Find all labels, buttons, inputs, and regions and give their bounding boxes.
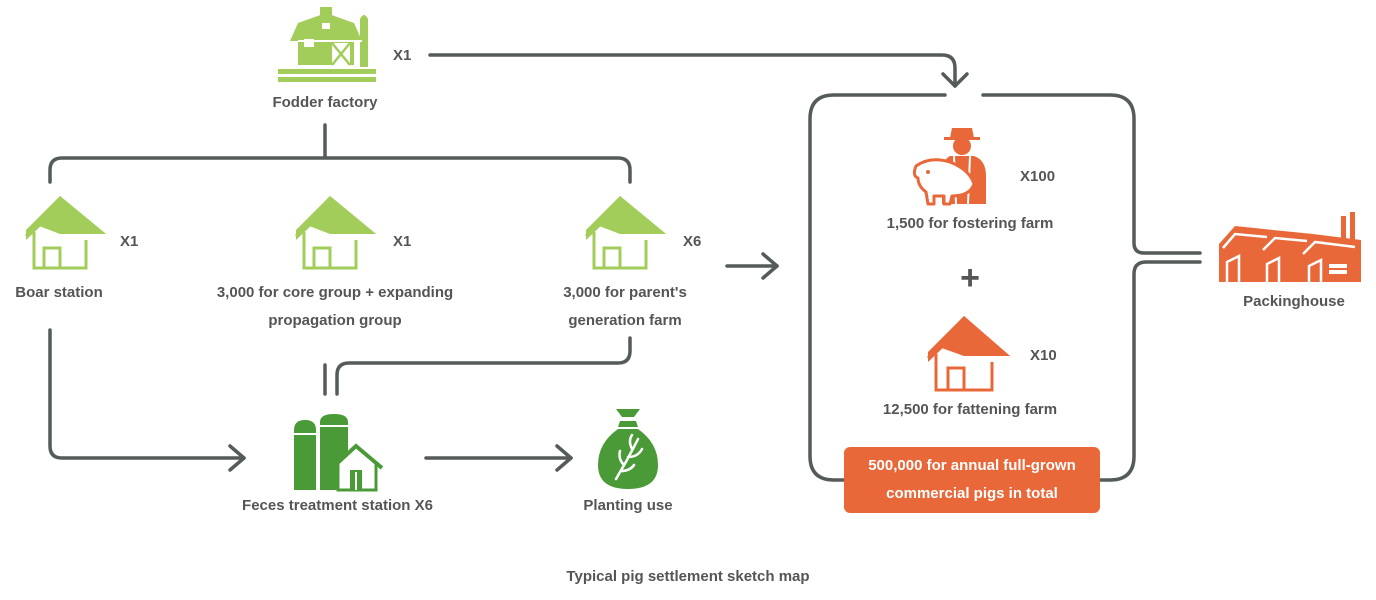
house-icon xyxy=(294,196,376,270)
fattening-farm-count: X10 xyxy=(1030,347,1057,364)
box-outline-lower xyxy=(1098,260,1202,482)
house-icon xyxy=(24,196,106,270)
fodder-factory-label: Fodder factory xyxy=(272,94,378,111)
house-icon xyxy=(584,196,666,270)
line-splitter xyxy=(48,156,632,184)
barn-icon xyxy=(278,7,376,82)
fodder-factory-count: X1 xyxy=(393,47,412,64)
core-group-label-line2: propagation group xyxy=(268,312,402,329)
packinghouse-label: Packinghouse xyxy=(1243,293,1345,310)
fostering-farm-count: X100 xyxy=(1020,168,1056,185)
planting-use-label: Planting use xyxy=(583,497,673,514)
line-parent-to-feces xyxy=(335,336,632,396)
parent-farm-label-line2: generation farm xyxy=(568,312,682,329)
core-group-count: X1 xyxy=(393,233,412,250)
arrow-planting-head xyxy=(555,444,573,472)
boar-station-label: Boar station xyxy=(15,284,103,301)
factory-icon xyxy=(1219,212,1361,282)
arrow-boar-head xyxy=(228,444,246,472)
parent-farm-label-line1: 3,000 for parent's xyxy=(563,284,687,301)
fattening-farm-label: 12,500 for fattening farm xyxy=(882,401,1058,418)
house-icon xyxy=(926,316,1010,392)
box-outline xyxy=(808,93,947,482)
fostering-farm-label: 1,500 for fostering farm xyxy=(886,215,1054,232)
box-outline-right xyxy=(981,93,1202,255)
line-boar-to-feces xyxy=(48,328,246,460)
plus-sign: + xyxy=(960,259,980,297)
summary-box: 500,000 for annual full-grown commercial… xyxy=(844,447,1100,513)
arrow-box-head xyxy=(761,252,779,280)
diagram-caption: Typical pig settlement sketch map xyxy=(566,568,810,585)
summary-line1: 500,000 for annual full-grown xyxy=(868,457,1076,474)
parent-farm-count: X6 xyxy=(683,233,702,250)
arrow-fodder-head xyxy=(941,72,969,88)
feces-station-label: Feces treatment station X6 xyxy=(242,497,433,514)
boar-station-count: X1 xyxy=(120,233,139,250)
line-fodder-to-box xyxy=(428,53,957,88)
core-group-label-line1: 3,000 for core group + expanding xyxy=(216,284,454,301)
silo-barn-icon xyxy=(294,414,384,492)
summary-line2: commercial pigs in total xyxy=(886,485,1058,502)
seed-bag-icon xyxy=(598,409,658,489)
farmer-pig-icon xyxy=(912,128,986,206)
